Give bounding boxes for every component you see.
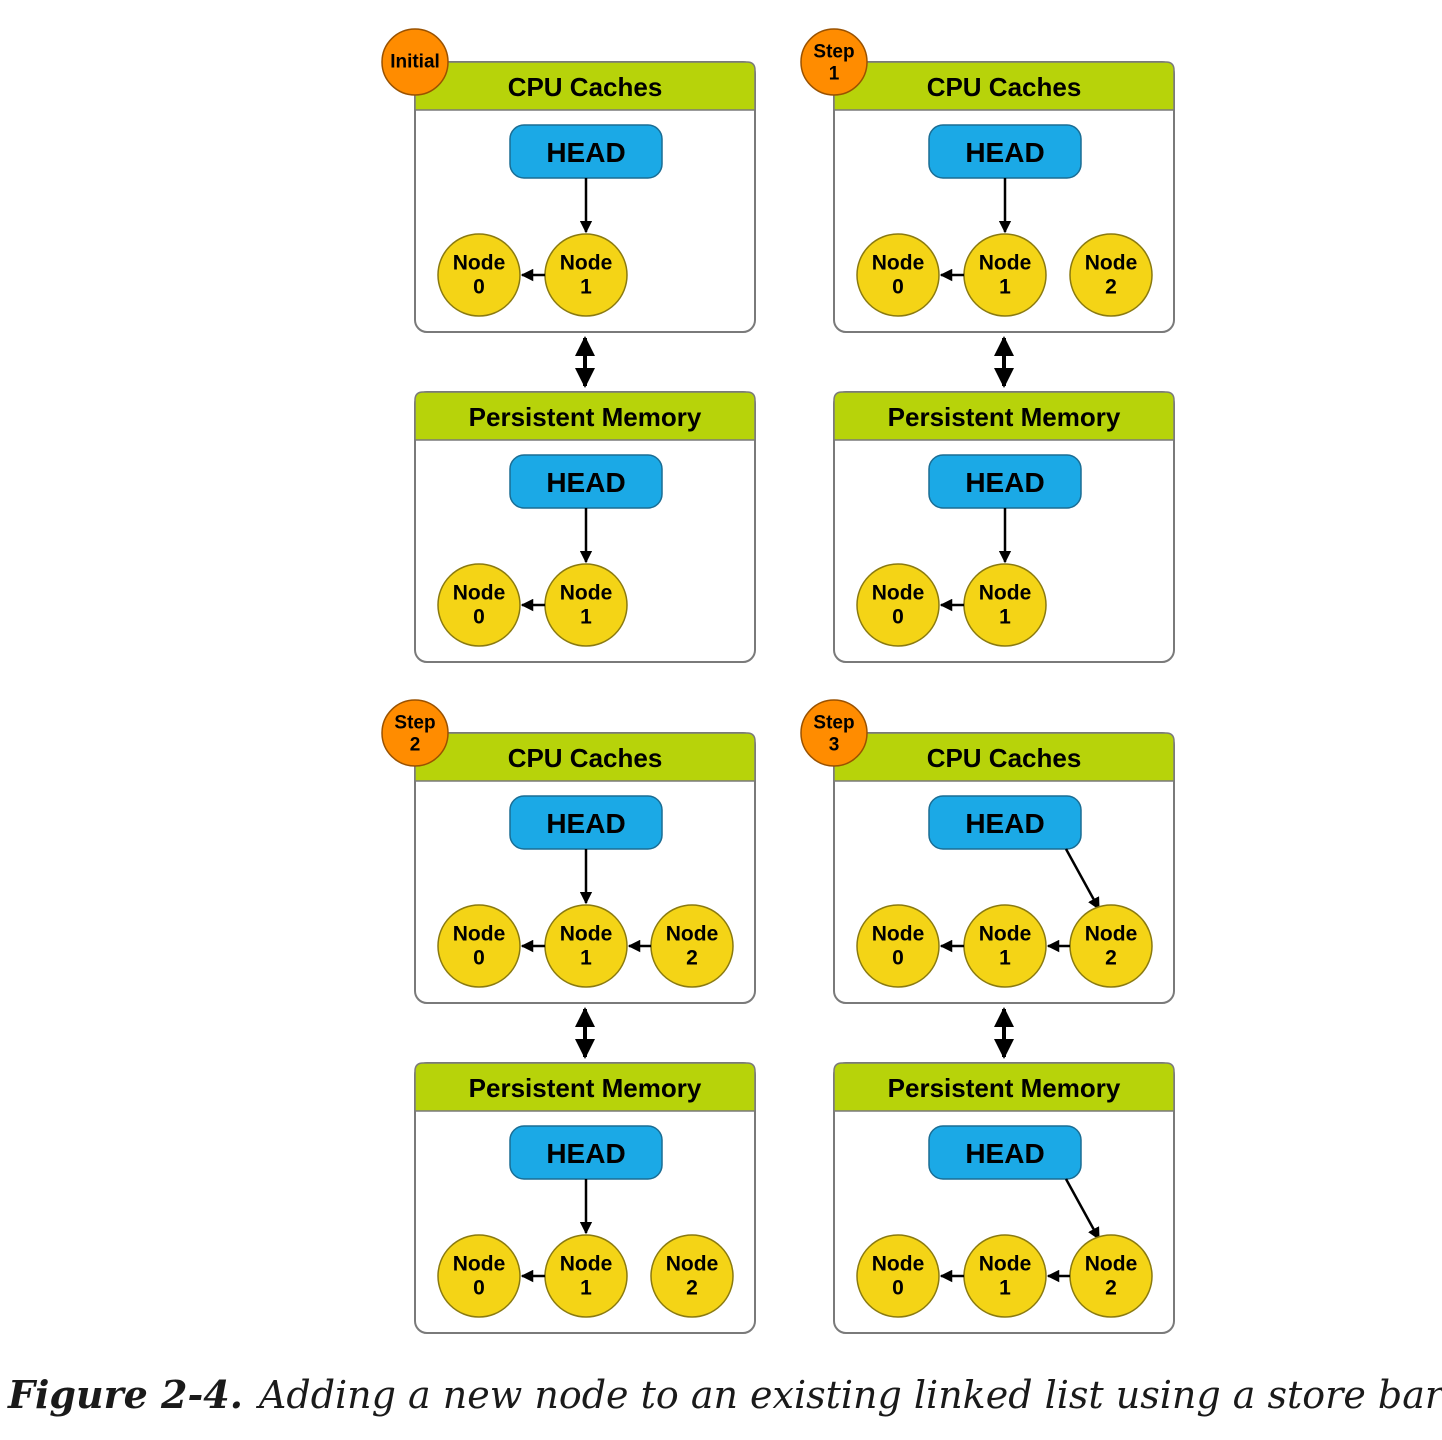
node-0-number: 0 xyxy=(473,606,485,629)
node-1-number: 1 xyxy=(999,947,1011,970)
node-2 xyxy=(650,1234,734,1318)
node-0-label: Node xyxy=(453,923,506,946)
node-2-label: Node xyxy=(1085,252,1138,275)
node-0-label: Node xyxy=(453,582,506,605)
node-2-number: 2 xyxy=(686,1277,698,1300)
node-1-label: Node xyxy=(979,923,1032,946)
node-1-label: Node xyxy=(560,582,613,605)
pm-header xyxy=(414,391,756,441)
node-1-label: Node xyxy=(979,1253,1032,1276)
node-2-number: 2 xyxy=(1105,1277,1117,1300)
head-label: HEAD xyxy=(546,467,625,498)
head-label: HEAD xyxy=(965,1138,1044,1169)
step-badge-label: Step xyxy=(394,713,435,734)
cpu-title: CPU Caches xyxy=(927,743,1082,773)
node-1-label: Node xyxy=(979,582,1032,605)
panel-1: CPU CachesHEADNode0Node1Node2Persistent … xyxy=(800,28,1175,663)
node-0-number: 0 xyxy=(892,1277,904,1300)
node-0 xyxy=(437,563,521,647)
pm-title: Persistent Memory xyxy=(888,1073,1121,1103)
head-pointer xyxy=(928,795,1082,850)
node-1-number: 1 xyxy=(580,1277,592,1300)
head-label: HEAD xyxy=(965,808,1044,839)
head-label: HEAD xyxy=(546,808,625,839)
node-0-number: 0 xyxy=(473,276,485,299)
node-0-number: 0 xyxy=(473,947,485,970)
node-2-number: 2 xyxy=(686,947,698,970)
cpu-title: CPU Caches xyxy=(508,743,663,773)
node-1-number: 1 xyxy=(580,606,592,629)
pm-title: Persistent Memory xyxy=(888,402,1121,432)
node-1-number: 1 xyxy=(999,1277,1011,1300)
step-badge-number: 1 xyxy=(829,64,840,85)
node-1-number: 1 xyxy=(580,947,592,970)
pm-header xyxy=(414,1062,756,1112)
step-badge xyxy=(800,28,868,96)
node-2-label: Node xyxy=(666,923,719,946)
step-badge xyxy=(381,699,449,767)
cpu-title: CPU Caches xyxy=(508,72,663,102)
node-0-label: Node xyxy=(872,1253,925,1276)
node-0-number: 0 xyxy=(473,1277,485,1300)
pm-title: Persistent Memory xyxy=(469,402,702,432)
node-1-label: Node xyxy=(560,1253,613,1276)
node-0-label: Node xyxy=(453,1253,506,1276)
node-1-number: 1 xyxy=(999,276,1011,299)
step-badge-label: Initial xyxy=(390,52,440,73)
node-1-label: Node xyxy=(979,252,1032,275)
node-0 xyxy=(437,233,521,317)
node-2-label: Node xyxy=(666,1253,719,1276)
node-0 xyxy=(856,904,940,988)
figure-caption-text: Adding a new node to an existing linked … xyxy=(258,1373,1442,1417)
node-0 xyxy=(856,1234,940,1318)
head-pointer xyxy=(928,1125,1082,1180)
head-label: HEAD xyxy=(965,467,1044,498)
step-badge-number: 2 xyxy=(410,735,421,756)
node-0 xyxy=(437,1234,521,1318)
node-2-number: 2 xyxy=(1105,947,1117,970)
figure-number: Figure 2-4. xyxy=(8,1372,243,1417)
figure-caption: Figure 2-4. Adding a new node to an exist… xyxy=(8,1372,1442,1417)
node-2-label: Node xyxy=(1085,923,1138,946)
pm-header xyxy=(833,391,1175,441)
node-0 xyxy=(856,563,940,647)
node-1-number: 1 xyxy=(999,606,1011,629)
node-2 xyxy=(1069,233,1153,317)
node-2-number: 2 xyxy=(1105,276,1117,299)
step-badge xyxy=(800,699,868,767)
node-0-label: Node xyxy=(453,252,506,275)
node-0 xyxy=(856,233,940,317)
node-0 xyxy=(437,904,521,988)
head-label: HEAD xyxy=(965,137,1044,168)
node-1-number: 1 xyxy=(580,276,592,299)
panel-3: CPU CachesHEADNode0Node1Node2Persistent … xyxy=(800,699,1175,1334)
step-badge-label: Step xyxy=(813,42,854,63)
node-0-number: 0 xyxy=(892,606,904,629)
head-arrow xyxy=(1064,848,1101,911)
node-0-label: Node xyxy=(872,582,925,605)
head-label: HEAD xyxy=(546,1138,625,1169)
step-badge-label: Step xyxy=(813,713,854,734)
head-arrow xyxy=(1064,1178,1101,1241)
node-1-label: Node xyxy=(560,252,613,275)
node-0-label: Node xyxy=(872,923,925,946)
node-0-number: 0 xyxy=(892,276,904,299)
step-badge-number: 3 xyxy=(829,735,840,756)
pm-title: Persistent Memory xyxy=(469,1073,702,1103)
head-label: HEAD xyxy=(546,137,625,168)
step-badge xyxy=(381,28,449,96)
node-1-label: Node xyxy=(560,923,613,946)
node-0-number: 0 xyxy=(892,947,904,970)
panel-2: CPU CachesHEADNode0Node1Node2Persistent … xyxy=(381,699,756,1334)
node-0-label: Node xyxy=(872,252,925,275)
node-2-label: Node xyxy=(1085,1253,1138,1276)
pm-header xyxy=(833,1062,1175,1112)
cpu-title: CPU Caches xyxy=(927,72,1082,102)
